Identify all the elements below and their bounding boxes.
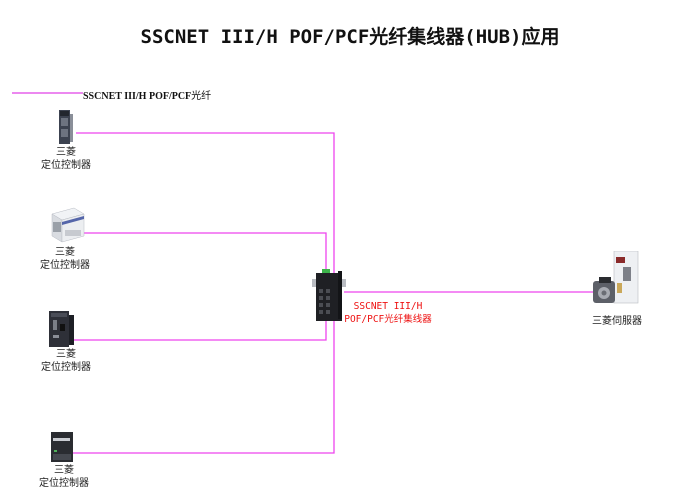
- fiber-line-controller-3: [74, 318, 327, 341]
- controller-4-type: 定位控制器: [39, 478, 89, 489]
- hub-label: SSCNET III/H POF/PCF光纤集线器: [338, 300, 438, 326]
- controller-1: [57, 110, 75, 148]
- controller-1-type: 定位控制器: [41, 160, 91, 171]
- compact-plc-icon: [51, 207, 85, 243]
- controller-1-brand: 三菱: [56, 147, 76, 158]
- cpu-module-icon: [49, 311, 74, 347]
- controller-2-brand: 三菱: [55, 247, 75, 258]
- fiber-hub-icon: [312, 269, 346, 321]
- controller-1-label: 三菱 定位控制器: [26, 146, 106, 172]
- controller-2-label: 三菱 定位控制器: [25, 246, 105, 272]
- fiber-hub: [312, 269, 348, 327]
- controller-2-type: 定位控制器: [40, 260, 90, 271]
- controller-4-brand: 三菱: [54, 465, 74, 476]
- controller-3: [49, 311, 75, 351]
- controller-3-type: 定位控制器: [41, 362, 91, 373]
- diagram-title: SSCNET III/H POF/PCF光纤集线器(HUB)应用: [140, 26, 560, 48]
- servo-drive-motor-icon: [593, 250, 639, 304]
- controller-3-label: 三菱 定位控制器: [26, 348, 106, 374]
- legend-label-cn: 光纤: [191, 91, 212, 102]
- legend-label-latin: SSCNET III/H POF/PCF: [83, 91, 192, 102]
- fiber-line-controller-1: [73, 132, 335, 454]
- small-controller-icon: [51, 432, 73, 462]
- controller-4: [51, 432, 75, 466]
- hub-label-line2: POF/PCF光纤集线器: [344, 314, 432, 325]
- hub-label-line1: SSCNET III/H: [353, 301, 423, 312]
- fiber-line-controller-2: [82, 232, 327, 272]
- servo: [590, 250, 642, 313]
- motion-module-icon: [59, 110, 73, 144]
- servo-label: 三菱伺服器: [592, 316, 642, 327]
- controller-4-label: 三菱 定位控制器: [24, 464, 104, 490]
- controller-3-brand: 三菱: [56, 349, 76, 360]
- controller-2: [48, 206, 86, 248]
- legend-label: SSCNET III/H POF/PCF光纤: [83, 87, 211, 102]
